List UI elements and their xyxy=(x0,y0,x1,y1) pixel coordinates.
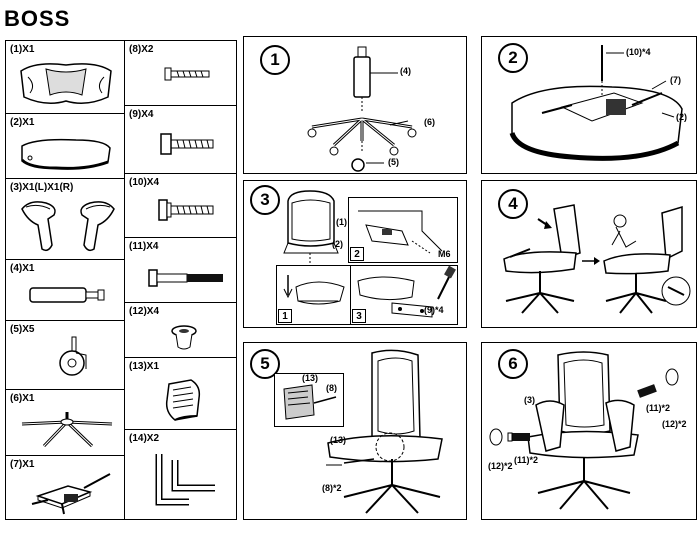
step-2-panel: 2 (10)*4 (7) (2) xyxy=(481,36,697,174)
step-number: 3 xyxy=(250,185,280,215)
bracket-detail-illustration xyxy=(352,201,456,261)
step-number: 4 xyxy=(498,189,528,219)
chair-bracket-illustration xyxy=(314,347,464,519)
brand-title: BOSS xyxy=(4,6,71,31)
backrest-tilt-illustration xyxy=(486,195,694,325)
part-cell-3: (3)X1(L)X1(R) xyxy=(5,178,125,260)
callout: (3) xyxy=(524,395,535,405)
part-label: (2)X1 xyxy=(10,117,35,128)
callout: (1) xyxy=(336,217,347,227)
callout: (13) xyxy=(302,373,319,383)
callout: (11)*2 xyxy=(646,403,671,413)
callout: (2) xyxy=(332,239,343,249)
callout: (5) xyxy=(388,157,399,167)
part-cell-12: (12)X4 xyxy=(124,302,237,358)
step-number: 2 xyxy=(498,43,528,73)
callout: (7) xyxy=(670,75,681,85)
mechanism-detail-illustration xyxy=(278,267,350,323)
substep-label: 3 xyxy=(352,309,366,323)
part-label: (10)X4 xyxy=(129,177,160,188)
step-3-panel: 3 (1) (2) 2 1 3 M6 (9)*4 xyxy=(243,180,467,328)
step-number: 1 xyxy=(260,45,290,75)
allen-key-icon xyxy=(149,450,219,514)
small-screw-icon xyxy=(163,65,213,83)
armrests-icon xyxy=(18,195,118,257)
part-cell-14: (14)X2 xyxy=(124,429,237,520)
callout: (10)*4 xyxy=(626,47,651,57)
bolting-detail-illustration xyxy=(352,265,456,323)
callout: (8) xyxy=(326,383,337,393)
seat-cushion-icon xyxy=(16,132,116,176)
callout: (12)*2 xyxy=(662,419,687,429)
step-5-panel: 5 (13) (8) (13) (8)*2 xyxy=(243,342,467,520)
part-label: (11)X4 xyxy=(129,241,159,252)
armrest-assembly-illustration xyxy=(488,347,694,519)
callout: (8)*2 xyxy=(322,483,342,493)
step-number: 6 xyxy=(498,349,528,379)
part-label: (8)X2 xyxy=(129,44,154,55)
caster-wheel-icon xyxy=(56,335,92,379)
part-label: (12)X4 xyxy=(129,306,160,317)
bracket-inset-illustration xyxy=(278,379,340,425)
backrest-illustration xyxy=(280,187,350,267)
step-4-panel: 4 xyxy=(481,180,697,328)
hex-bolt-icon xyxy=(159,132,217,156)
part-label: (1)X1 xyxy=(10,44,35,55)
part-label: (9)X4 xyxy=(129,109,154,120)
callout: (12)*2 xyxy=(488,461,513,471)
callout: (6) xyxy=(424,117,435,127)
part-cell-13: (13)X1 xyxy=(124,357,237,430)
tilt-mechanism-icon xyxy=(28,470,118,518)
callout: (2) xyxy=(676,112,687,122)
part-cell-7: (7)X1 xyxy=(5,455,125,520)
part-cell-10: (10)X4 xyxy=(124,173,237,238)
substep-2-inset xyxy=(348,197,458,263)
part-label: (4)X1 xyxy=(10,263,35,274)
part-cell-1: (1)X1 xyxy=(5,40,125,114)
part-label: (7)X1 xyxy=(10,459,35,470)
part-cell-11: (11)X4 xyxy=(124,237,237,303)
long-bolt-icon xyxy=(147,268,223,288)
hex-bolt-washer-icon xyxy=(157,198,217,222)
part-cell-6: (6)X1 xyxy=(5,389,125,456)
gas-cylinder-icon xyxy=(26,284,110,306)
callout: (11)*2 xyxy=(514,455,539,465)
callout: (13) xyxy=(330,435,347,445)
seat-mechanism-illustration xyxy=(502,43,692,171)
backrest-cushion-icon xyxy=(16,57,116,109)
bracket-icon xyxy=(161,376,211,424)
part-label: (6)X1 xyxy=(10,393,35,404)
part-cell-9: (9)X4 xyxy=(124,105,237,174)
step-6-panel: 6 (3) (11)*2 (12)*2 (11)*2 (12)*2 xyxy=(481,342,697,520)
substep-label: 1 xyxy=(278,309,292,323)
substep-label: 2 xyxy=(350,247,364,261)
part-cell-4: (4)X1 xyxy=(5,259,125,321)
part-label: (5)X5 xyxy=(10,324,35,335)
part-label: (13)X1 xyxy=(129,361,160,372)
part-cell-8: (8)X2 xyxy=(124,40,237,106)
part-label: (3)X1(L)X1(R) xyxy=(10,182,74,193)
part-label: (14)X2 xyxy=(129,433,160,444)
cap-icon xyxy=(169,323,199,353)
step-1-panel: 1 (4) (6) (5) xyxy=(243,36,467,174)
callout: (4) xyxy=(400,66,411,76)
part-cell-2: (2)X1 xyxy=(5,113,125,179)
base-assembly-illustration xyxy=(304,41,424,173)
star-base-icon xyxy=(14,406,120,454)
part-cell-5: (5)X5 xyxy=(5,320,125,390)
callout: (9)*4 xyxy=(424,305,444,315)
callout: M6 xyxy=(438,249,451,259)
